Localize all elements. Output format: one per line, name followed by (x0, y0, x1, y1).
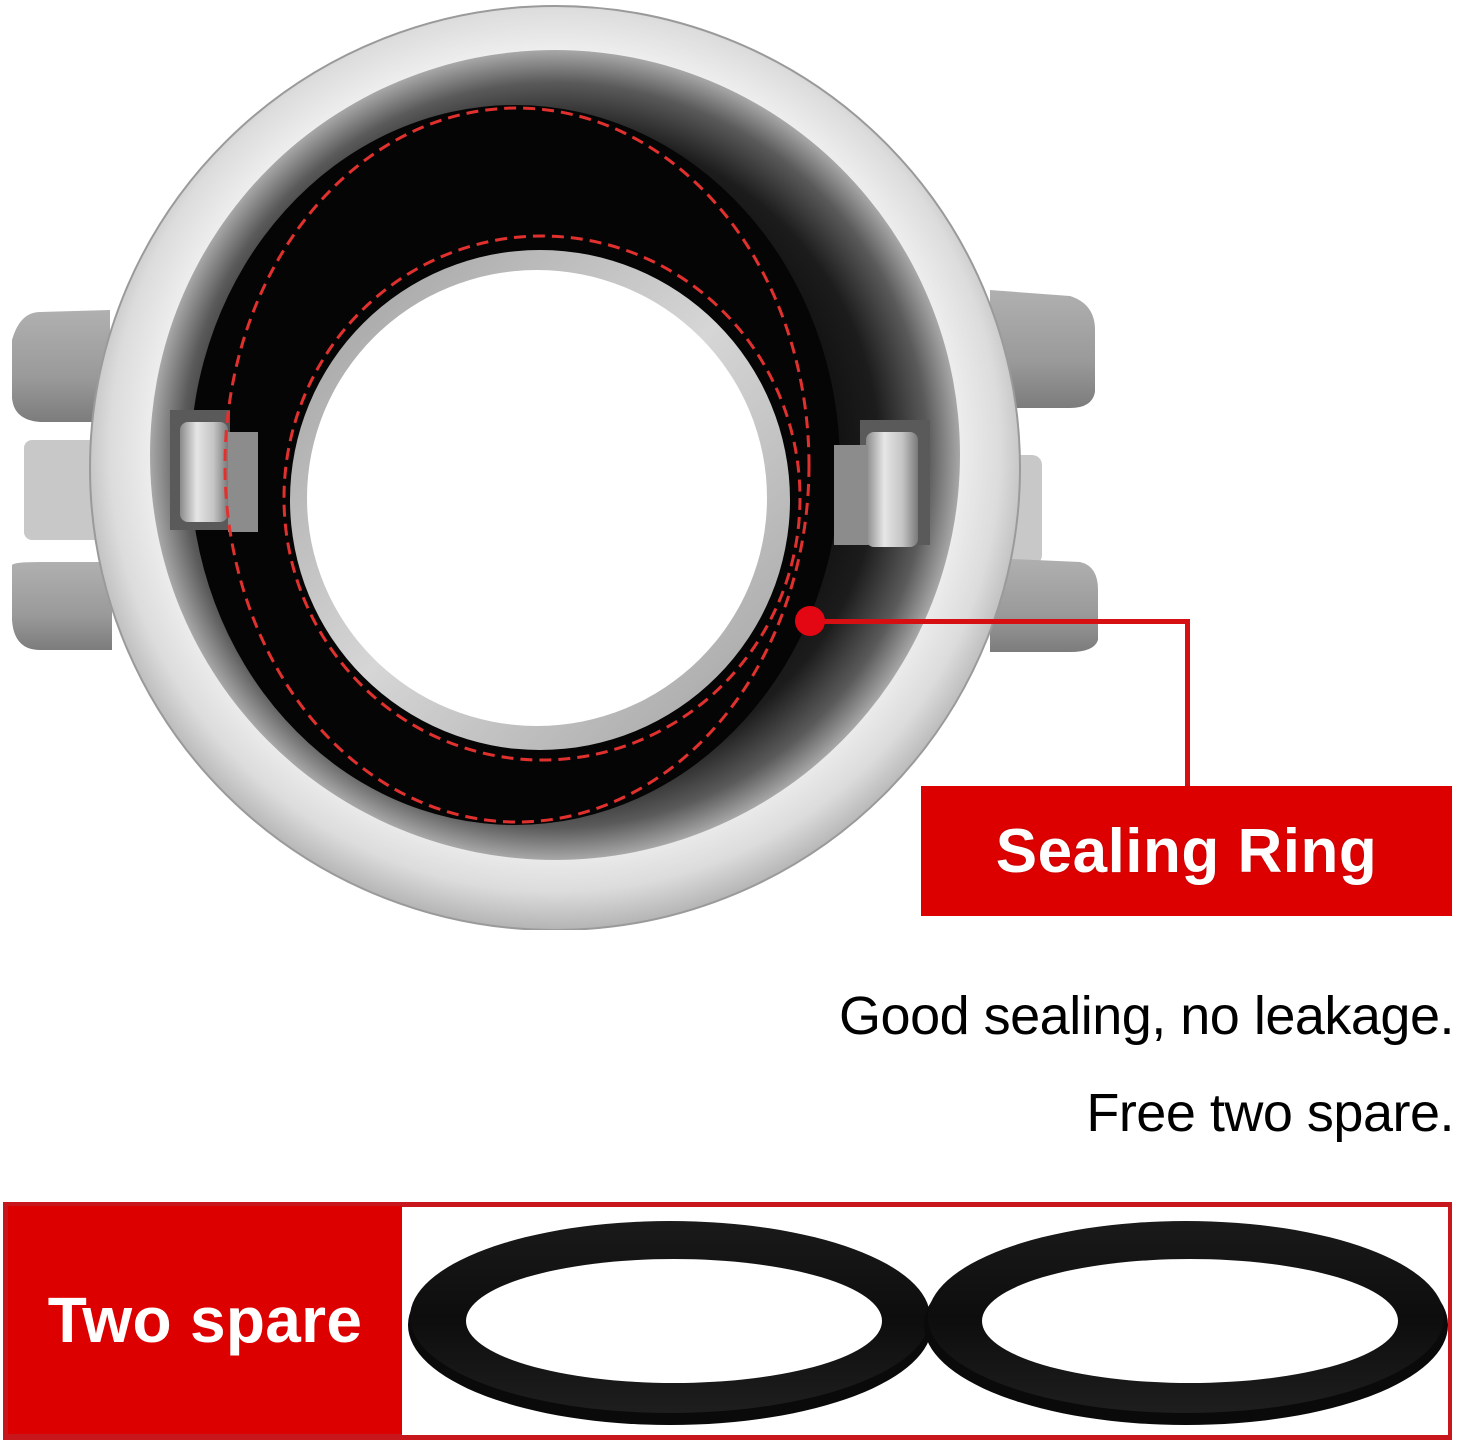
left-locking-pin (170, 410, 258, 532)
sealing-ring-label-box: Sealing Ring (921, 786, 1452, 916)
seal-outline-inner (282, 234, 802, 762)
coupling-illustration (12, 5, 1098, 930)
callout-leader-vertical (1185, 619, 1190, 787)
seal-outline-outer (223, 106, 811, 824)
spare-gasket-2-icon (924, 1221, 1448, 1425)
sealing-ring-label: Sealing Ring (995, 816, 1378, 886)
spare-label-box: Two spare (8, 1206, 402, 1434)
spare-gaskets-panel (402, 1207, 1448, 1435)
callout-marker-dot (795, 606, 825, 636)
spare-label: Two spare (47, 1284, 363, 1356)
right-cam-ears (990, 290, 1098, 652)
right-locking-pin (834, 420, 930, 547)
description-line-1: Good sealing, no leakage. (839, 986, 1454, 1046)
callout-leader-horizontal (812, 619, 1190, 624)
through-hole (307, 270, 767, 726)
description-line-2: Free two spare. (1086, 1083, 1454, 1143)
spare-gasket-1-icon (408, 1221, 932, 1425)
